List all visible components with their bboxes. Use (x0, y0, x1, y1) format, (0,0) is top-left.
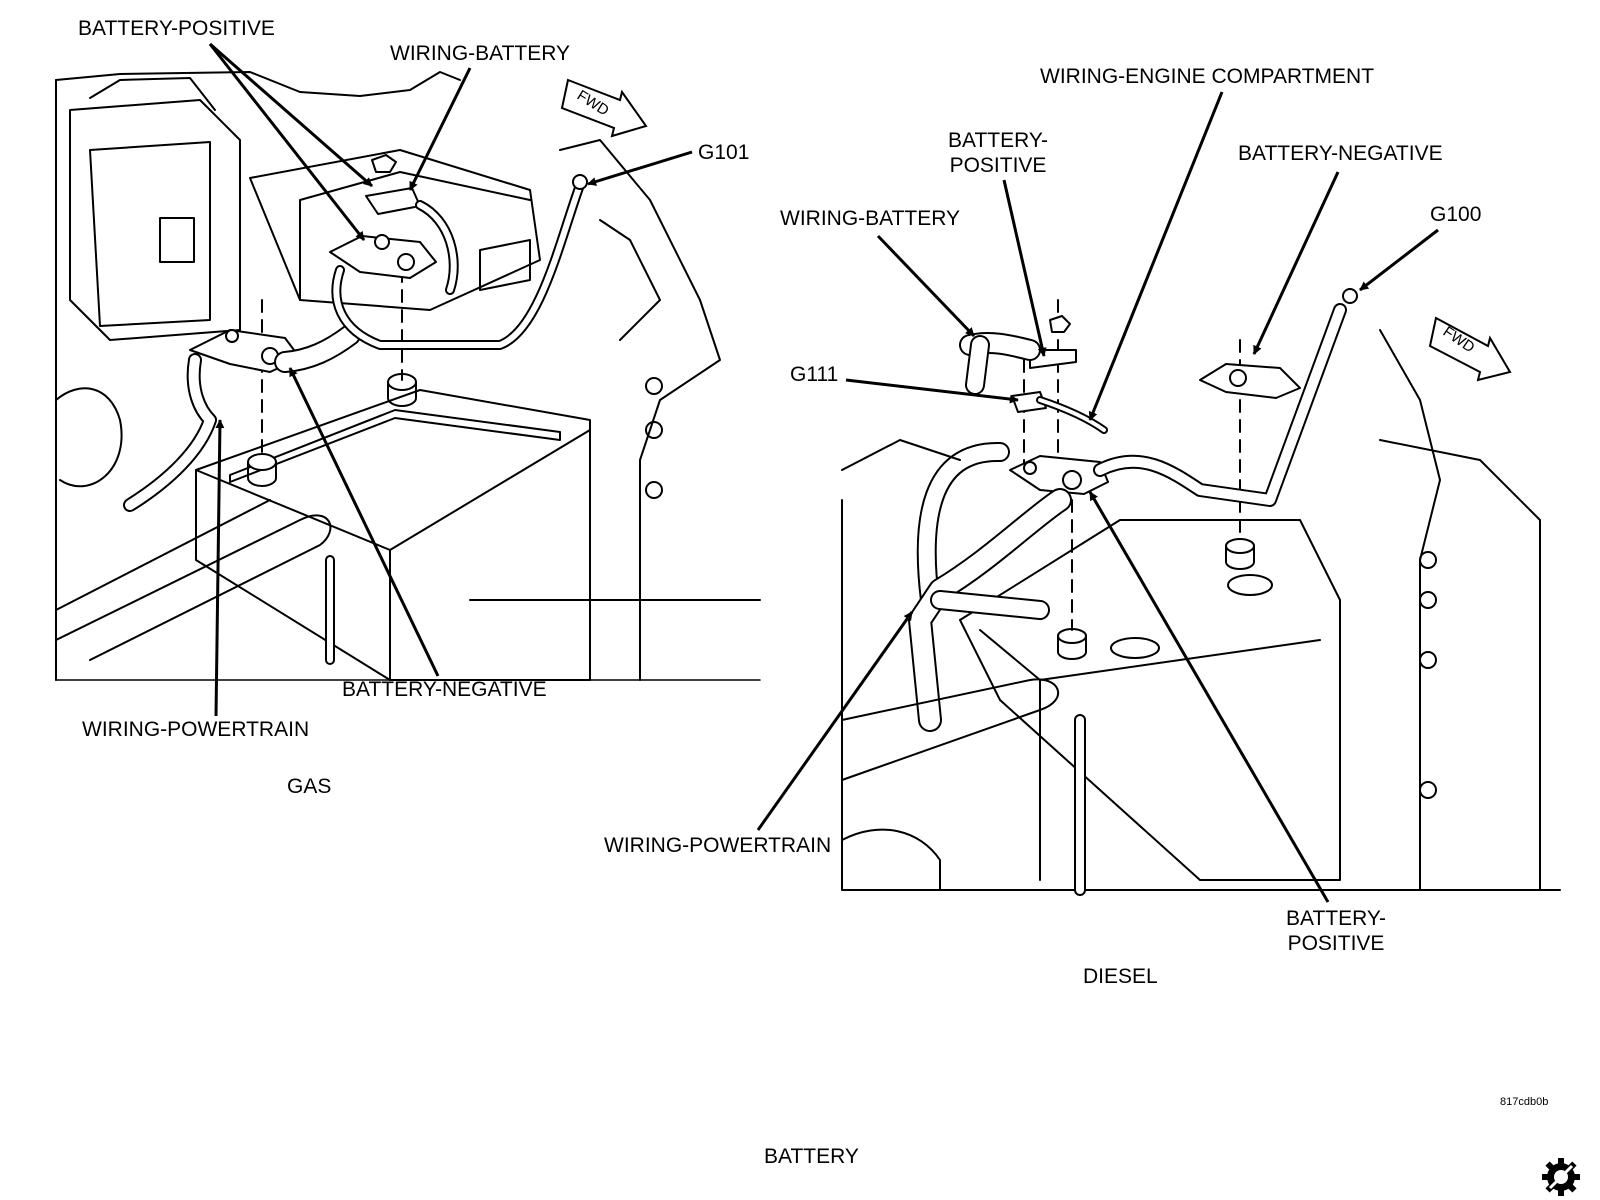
gas-illustration (55, 71, 761, 681)
leader-diesel-battery-negative (1252, 171, 1340, 355)
label-gas-g101: G101 (698, 141, 750, 164)
label-diesel-battery-positive-top-line1: BATTERY- (948, 129, 1048, 152)
leader-diesel-wiring-battery (876, 234, 976, 338)
leader-diesel-wiring-engine (1088, 91, 1224, 421)
label-gas-wiring-battery: WIRING-BATTERY (390, 42, 571, 65)
leader-gas-battery-negative (288, 367, 440, 677)
page-title: BATTERY (764, 1145, 859, 1168)
gas-fwd-arrow: FWD (560, 78, 648, 138)
caption-diesel: DIESEL (1083, 965, 1158, 988)
gas-battery (195, 389, 591, 681)
diesel-fwd-arrow: FWD (1428, 316, 1512, 382)
label-diesel-battery-positive-top: BATTERY- POSITIVE (940, 128, 1056, 178)
leader-diesel-g100 (1359, 228, 1439, 292)
power-distribution-box (69, 99, 241, 341)
label-gas-battery-negative: BATTERY-NEGATIVE (342, 678, 547, 701)
label-diesel-battery-positive-bottom-line2: POSITIVE (1287, 932, 1385, 955)
gear-icon (1542, 1158, 1580, 1196)
label-diesel-battery-negative: BATTERY-NEGATIVE (1238, 142, 1443, 165)
label-diesel-g100: G100 (1430, 203, 1482, 226)
label-diesel-battery-positive-bottom: BATTERY- POSITIVE (1278, 906, 1394, 956)
leader-diesel-battery-positive-bottom (1088, 491, 1330, 903)
caption-gas: GAS (287, 775, 332, 798)
label-gas-wiring-powertrain: WIRING-POWERTRAIN (82, 718, 310, 741)
leader-gas-battery-positive-1 (209, 42, 373, 188)
label-diesel-battery-positive-top-line2: POSITIVE (949, 154, 1047, 177)
leader-diesel-g111 (845, 378, 1019, 404)
leader-diesel-battery-positive-top (1002, 179, 1047, 357)
diesel-illustration (841, 288, 1561, 896)
leader-diesel-wiring-powertrain (756, 611, 914, 831)
label-gas-battery-positive: BATTERY-POSITIVE (78, 17, 275, 40)
callout-leaders (208, 42, 1439, 903)
label-diesel-g111: G111 (790, 363, 839, 386)
leader-gas-wiring-battery (408, 67, 472, 191)
leader-gas-g101 (587, 150, 693, 186)
diesel-battery (959, 519, 1341, 881)
leader-gas-wiring-powertrain (214, 419, 225, 717)
leader-gas-battery-positive-2 (208, 43, 366, 241)
label-diesel-wiring-engine-compartment: WIRING-ENGINE COMPARTMENT (1040, 65, 1375, 88)
diesel-negative-clamp (1199, 363, 1301, 399)
label-diesel-wiring-battery: WIRING-BATTERY (780, 207, 961, 230)
label-diesel-battery-positive-bottom-line1: BATTERY- (1286, 907, 1386, 930)
figure-code: 817cdb0b (1500, 1096, 1549, 1108)
label-diesel-wiring-powertrain: WIRING-POWERTRAIN (604, 834, 832, 857)
